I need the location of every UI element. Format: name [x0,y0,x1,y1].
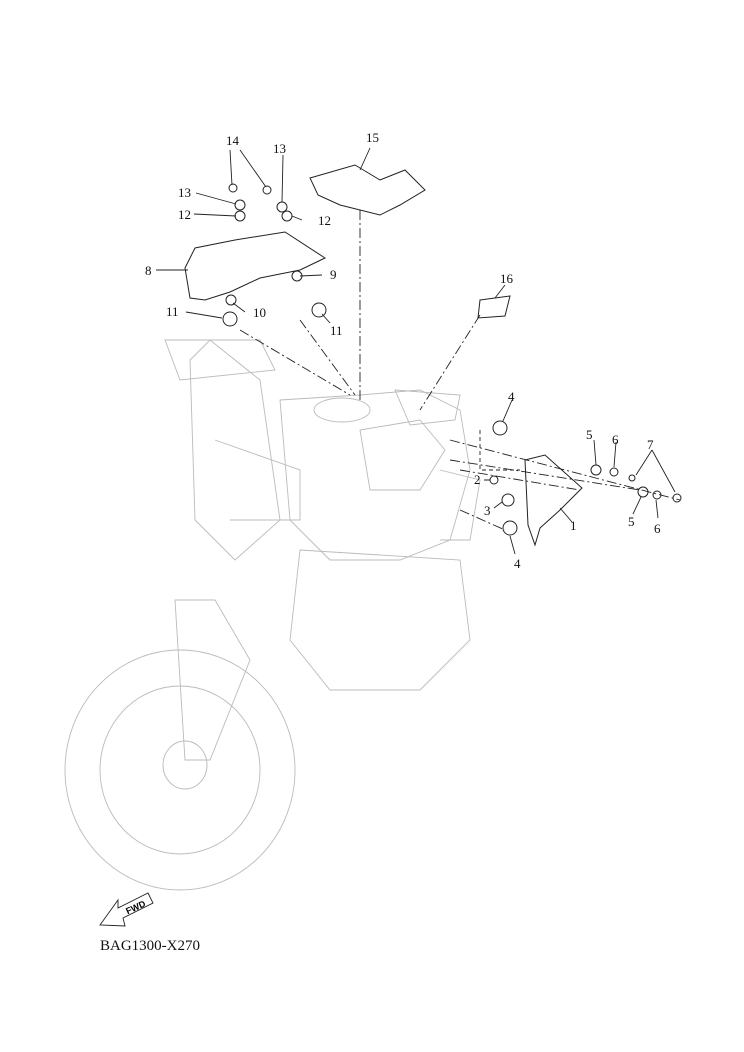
callout-13b: 13 [273,141,286,156]
leader-lines [156,147,681,555]
part-8-panel [184,231,327,301]
part-16-label [477,295,511,319]
fwd-label: FWD [124,898,147,916]
callout-3: 3 [484,503,491,518]
callout-5: 5 [586,427,593,442]
callout-6b: 6 [654,521,661,536]
callout-7: 7 [647,437,654,452]
callout-2: 2 [474,472,481,487]
diagram-code: BAG1300-X270 [100,938,200,954]
callout-4: 4 [508,389,515,404]
fwd-arrow-icon: FWD [99,892,154,927]
callout-9: 9 [330,267,337,282]
callout-14: 14 [226,133,239,148]
callout-13: 13 [178,185,191,200]
callout-12b: 12 [318,213,331,228]
part-1-panel [524,454,583,547]
callout-15: 15 [366,130,379,145]
callout-11b: 11 [330,323,343,338]
parts [184,164,682,547]
callout-8: 8 [145,263,152,278]
motorcycle-outline [64,339,481,891]
callout-12: 12 [178,207,191,222]
part-15-cover [309,164,426,216]
callout-10: 10 [253,305,266,320]
callout-16: 16 [500,271,513,286]
callout-1: 1 [570,518,577,533]
callout-6: 6 [612,432,619,447]
callout-5b: 5 [628,514,635,529]
callout-11: 11 [166,304,179,319]
callout-4b: 4 [514,556,521,571]
